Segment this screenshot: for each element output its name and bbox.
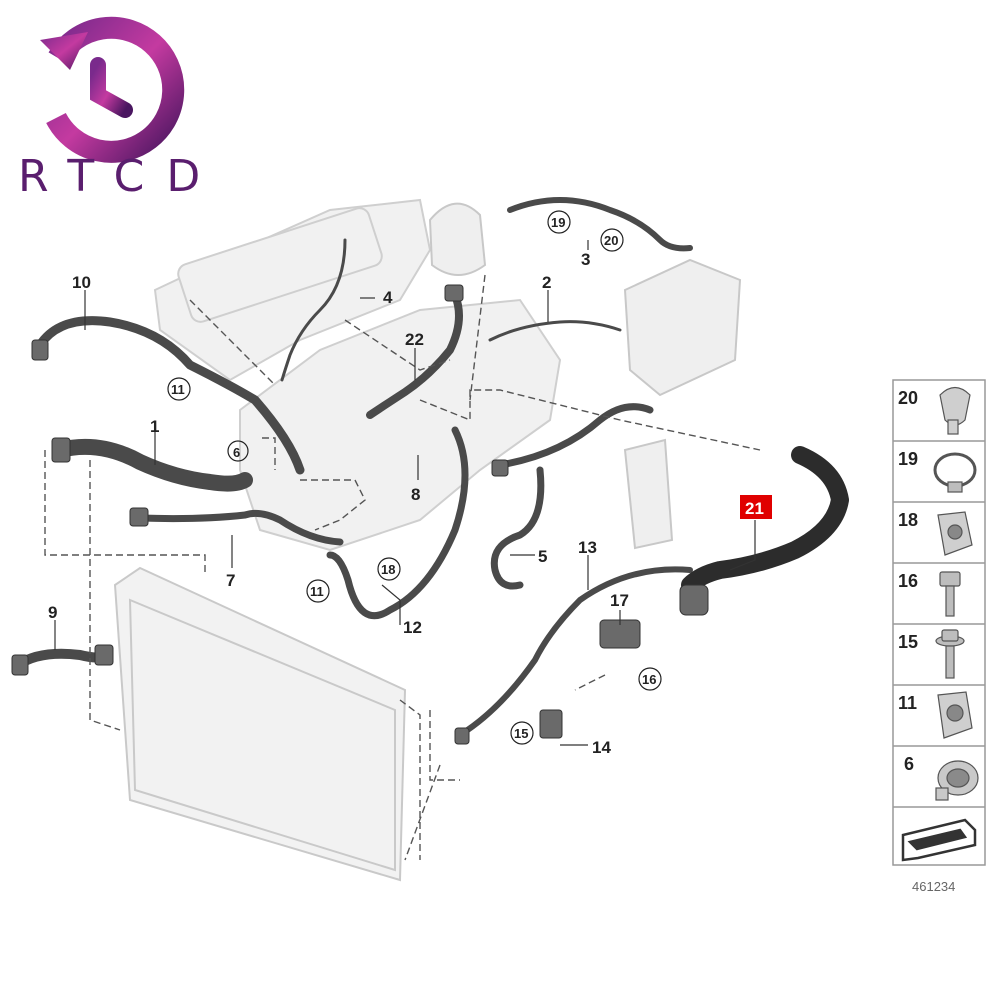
radiator (113, 566, 407, 882)
bracket-clip-icon (937, 511, 973, 556)
callout-2: 2 (542, 273, 551, 292)
callout-11-b: 11 (310, 584, 324, 599)
diagram-id: 461234 (912, 879, 956, 894)
legend-label-16: 16 (898, 571, 918, 591)
callout-18: 18 (381, 562, 395, 577)
hose-clamp-icon (933, 452, 977, 493)
hose-22 (366, 291, 463, 419)
callout-3: 3 (581, 250, 590, 269)
callout-14: 14 (592, 738, 611, 757)
callout-15: 15 (514, 726, 528, 741)
flange-bolt-icon (935, 629, 965, 679)
hose-13 (457, 566, 693, 738)
engine-block (153, 198, 562, 552)
callout-8: 8 (411, 485, 420, 504)
legend-label-6: 6 (904, 754, 914, 774)
callout-17: 17 (610, 591, 629, 610)
callout-lines (54, 240, 756, 746)
brand-logo-text: RTCD (18, 151, 223, 202)
callout-9: 9 (48, 603, 57, 622)
legend-label-11: 11 (898, 693, 917, 713)
callout-10: 10 (72, 273, 91, 292)
hose-1 (52, 438, 253, 492)
hose-7 (136, 509, 344, 546)
hose-clip-icon (939, 386, 971, 435)
callout-19: 19 (551, 215, 565, 230)
expansion-tank (428, 202, 742, 550)
hose-4 (280, 238, 347, 382)
legend-label-15: 15 (898, 632, 918, 652)
callout-21: 21 (745, 499, 764, 518)
callout-1: 1 (150, 417, 159, 436)
parts-legend: 20 19 18 16 15 11 6 (892, 379, 986, 866)
callout-6: 6 (233, 445, 240, 460)
callouts: 1 2 3 4 5 6 7 8 9 10 11 11 12 13 14 15 1… (48, 210, 772, 757)
hose-8 (496, 403, 654, 469)
hose-10 (35, 316, 305, 475)
clip-icon (937, 691, 973, 739)
callout-4: 4 (383, 288, 393, 307)
orientation-arrow-icon (901, 818, 977, 862)
hose-2 (488, 320, 622, 342)
hose-connectors (11, 284, 709, 745)
callout-20: 20 (604, 233, 618, 248)
callout-13: 13 (578, 538, 597, 557)
callout-22: 22 (405, 330, 424, 349)
callout-16: 16 (642, 672, 656, 687)
highlight-box (740, 495, 772, 519)
callout-7: 7 (226, 571, 235, 590)
rtcd-logo-icon (40, 16, 185, 163)
hose-21 (681, 446, 849, 594)
callout-11-a: 11 (171, 382, 185, 397)
legend-label-18: 18 (898, 510, 918, 530)
bolt-icon (939, 571, 961, 617)
callout-5: 5 (538, 547, 547, 566)
hose-5 (490, 466, 545, 590)
legend-label-19: 19 (898, 449, 918, 469)
callout-12: 12 (403, 618, 422, 637)
legend-label-20: 20 (898, 388, 918, 408)
leader-lines (44, 274, 761, 861)
snap-clamp-icon (935, 760, 979, 801)
hose-3 (507, 197, 693, 252)
